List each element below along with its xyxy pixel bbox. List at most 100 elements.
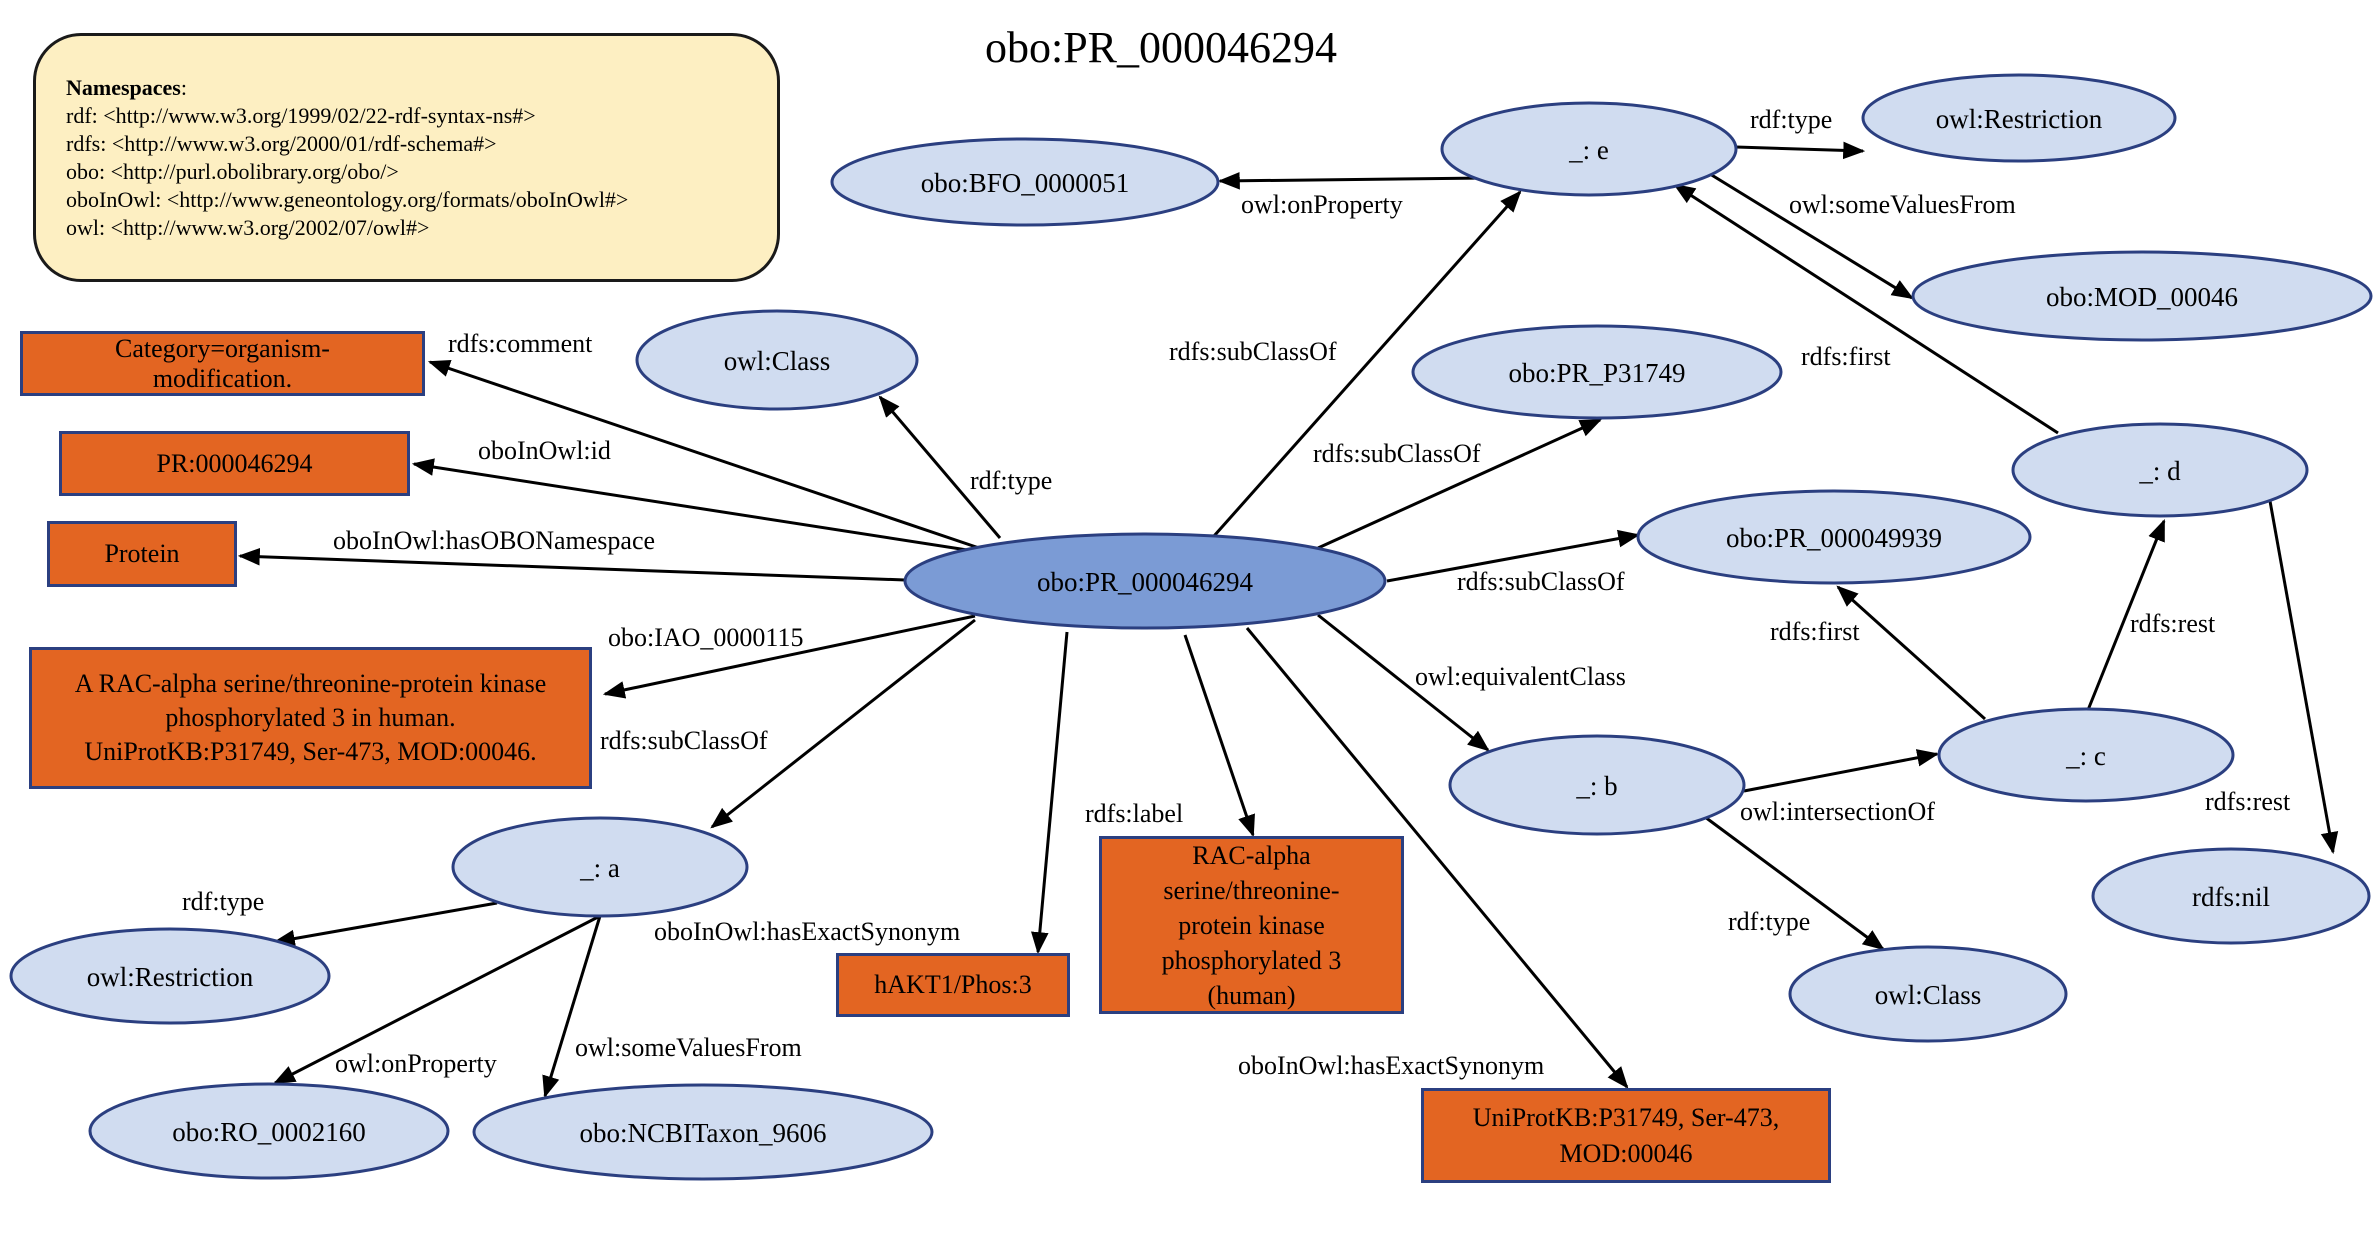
edge-d-first bbox=[1673, 183, 2059, 435]
edge-type-class bbox=[878, 395, 1002, 539]
node-d-label: _: d bbox=[2138, 456, 2181, 486]
edge-c-rest bbox=[2086, 518, 2166, 711]
node-restriction-left-label: owl:Restriction bbox=[87, 962, 254, 992]
edge-a-type bbox=[272, 901, 498, 948]
diagram-title: obo:PR_000046294 bbox=[984, 23, 1338, 72]
node-mod[interactable]: obo:MOD_00046 bbox=[1911, 250, 2373, 342]
node-ro-label: obo:RO_0002160 bbox=[172, 1117, 366, 1147]
namespace-rdf: rdf: <http://www.w3.org/1999/02/22-rdf-s… bbox=[66, 103, 536, 128]
literal-namespace[interactable]: Protein bbox=[47, 521, 237, 587]
node-pr-p31749-label: obo:PR_P31749 bbox=[1508, 358, 1685, 388]
edge-label-e-onproperty: owl:onProperty bbox=[1241, 190, 1403, 219]
edge-label-equivalent: owl:equivalentClass bbox=[1415, 662, 1626, 691]
edge-label-c-first: rdfs:first bbox=[1770, 617, 1860, 646]
edge-label-id: oboInOwl:id bbox=[478, 436, 611, 465]
node-a[interactable]: _: a bbox=[451, 816, 749, 918]
node-ncbi-label: obo:NCBITaxon_9606 bbox=[579, 1118, 826, 1148]
edge-label bbox=[1183, 634, 1255, 838]
edge-label-subclass-a: rdfs:subClassOf bbox=[600, 726, 768, 755]
edge-iao bbox=[602, 614, 976, 699]
edge-label-comment: rdfs:comment bbox=[448, 329, 593, 358]
namespaces-heading: Namespaces: bbox=[66, 75, 187, 100]
edge-d-rest bbox=[2268, 500, 2339, 855]
node-nil-label: rdfs:nil bbox=[2192, 882, 2270, 912]
literal-label[interactable]: RAC-alpha serine/threonine-protein kinas… bbox=[1099, 836, 1404, 1014]
edge-label-b-type: rdf:type bbox=[1728, 907, 1810, 936]
node-c-label: _: c bbox=[2065, 741, 2106, 771]
namespace-obo: obo: <http://purl.obolibrary.org/obo/> bbox=[66, 159, 399, 184]
edge-synonym1 bbox=[1031, 631, 1069, 955]
edge-label-subclass-49939: rdfs:subClassOf bbox=[1457, 567, 1625, 596]
edge-label-namespace: oboInOwl:hasOBONamespace bbox=[333, 526, 655, 555]
node-restriction-top-label: owl:Restriction bbox=[1936, 104, 2103, 134]
node-class-bottom[interactable]: owl:Class bbox=[1788, 945, 2068, 1043]
node-class-top-label: owl:Class bbox=[724, 346, 831, 376]
namespace-rdfs: rdfs: <http://www.w3.org/2000/01/rdf-sch… bbox=[66, 131, 497, 156]
node-mod-label: obo:MOD_00046 bbox=[2046, 282, 2238, 312]
literal-comment[interactable]: Category=organism-modification. bbox=[20, 331, 425, 396]
node-a-label: _: a bbox=[579, 853, 620, 883]
namespace-oboinowl: oboInOwl: <http://www.geneontology.org/f… bbox=[66, 187, 629, 212]
edge-subclass-49939 bbox=[1386, 529, 1641, 583]
edge-subclass-a bbox=[710, 618, 976, 829]
node-class-bottom-label: owl:Class bbox=[1875, 980, 1982, 1010]
edge-label-synonym2: oboInOwl:hasExactSynonym bbox=[1238, 1051, 1544, 1080]
node-center-label: obo:PR_000046294 bbox=[1037, 567, 1254, 597]
edge-namespace bbox=[237, 547, 906, 582]
node-pr-49939[interactable]: obo:PR_000049939 bbox=[1636, 489, 2032, 585]
node-c[interactable]: _: c bbox=[1937, 707, 2235, 803]
node-center[interactable]: obo:PR_000046294 bbox=[903, 532, 1387, 630]
node-d[interactable]: _: d bbox=[2011, 422, 2309, 518]
node-e-label: _: e bbox=[1568, 135, 1609, 165]
edge-c-first bbox=[1836, 585, 1987, 721]
edge-label-a-somevalues: owl:someValuesFrom bbox=[575, 1033, 802, 1062]
edge-label-a-type: rdf:type bbox=[182, 887, 264, 916]
edge-label-label: rdfs:label bbox=[1085, 799, 1183, 828]
edge-label-d-first: rdfs:first bbox=[1801, 342, 1891, 371]
literal-synonym-uniprot[interactable]: UniProtKB:P31749, Ser-473, MOD:00046 bbox=[1421, 1088, 1831, 1183]
edge-comment bbox=[427, 360, 986, 552]
edge-label-subclass-e: rdfs:subClassOf bbox=[1169, 337, 1337, 366]
edge-equivalent bbox=[1317, 613, 1490, 752]
node-pr-49939-label: obo:PR_000049939 bbox=[1726, 523, 1942, 553]
edge-e-somevalues bbox=[1709, 172, 1914, 300]
edge-a-onproperty bbox=[273, 914, 601, 1085]
node-bfo[interactable]: obo:BFO_0000051 bbox=[830, 137, 1220, 227]
edge-b-type bbox=[1704, 815, 1885, 951]
node-b[interactable]: _: b bbox=[1448, 734, 1746, 836]
node-nil[interactable]: rdfs:nil bbox=[2091, 847, 2371, 945]
edge-id bbox=[411, 458, 981, 554]
node-ncbi[interactable]: obo:NCBITaxon_9606 bbox=[472, 1083, 934, 1181]
node-restriction-top[interactable]: owl:Restriction bbox=[1861, 73, 2177, 163]
edge-label-synonym1: oboInOwl:hasExactSynonym bbox=[654, 917, 960, 946]
edge-label-d-rest: rdfs:rest bbox=[2205, 787, 2291, 816]
edge-label-iao: obo:IAO_0000115 bbox=[608, 623, 803, 652]
edge-subclass-e bbox=[1212, 190, 1522, 537]
edge-label-e-type: rdf:type bbox=[1750, 105, 1832, 134]
edge-label-type-class: rdf:type bbox=[970, 466, 1052, 495]
edge-b-intersection bbox=[1743, 749, 1940, 793]
literal-synonym-hakt1[interactable]: hAKT1/Phos:3 bbox=[836, 953, 1070, 1017]
edge-a-somevalues bbox=[542, 915, 602, 1099]
edge-label-subclass-p31749: rdfs:subClassOf bbox=[1313, 439, 1481, 468]
node-pr-p31749[interactable]: obo:PR_P31749 bbox=[1411, 324, 1783, 420]
node-restriction-left[interactable]: owl:Restriction bbox=[9, 927, 331, 1025]
edge-e-onproperty bbox=[1217, 171, 1488, 190]
node-e[interactable]: _: e bbox=[1440, 101, 1738, 197]
node-class-top[interactable]: owl:Class bbox=[635, 309, 919, 411]
edge-label-b-intersection: owl:intersectionOf bbox=[1740, 797, 1935, 826]
namespace-owl: owl: <http://www.w3.org/2002/07/owl#> bbox=[66, 215, 430, 240]
edge-subclass-p31749 bbox=[1317, 418, 1603, 550]
node-b-label: _: b bbox=[1575, 771, 1617, 801]
edge-synonym2 bbox=[1245, 627, 1629, 1089]
literal-id[interactable]: PR:000046294 bbox=[59, 431, 410, 496]
edge-e-type bbox=[1735, 141, 1866, 160]
edge-label-a-onproperty: owl:onProperty bbox=[335, 1049, 497, 1078]
edge-label-c-rest: rdfs:rest bbox=[2130, 609, 2216, 638]
node-ro[interactable]: obo:RO_0002160 bbox=[88, 1082, 450, 1180]
edge-label-e-somevalues: owl:someValuesFrom bbox=[1789, 190, 2016, 219]
literal-definition[interactable]: A RAC-alpha serine/threonine-protein kin… bbox=[29, 647, 592, 789]
namespaces-legend: Namespaces: rdf: <http://www.w3.org/1999… bbox=[33, 33, 780, 282]
node-bfo-label: obo:BFO_0000051 bbox=[921, 168, 1130, 198]
